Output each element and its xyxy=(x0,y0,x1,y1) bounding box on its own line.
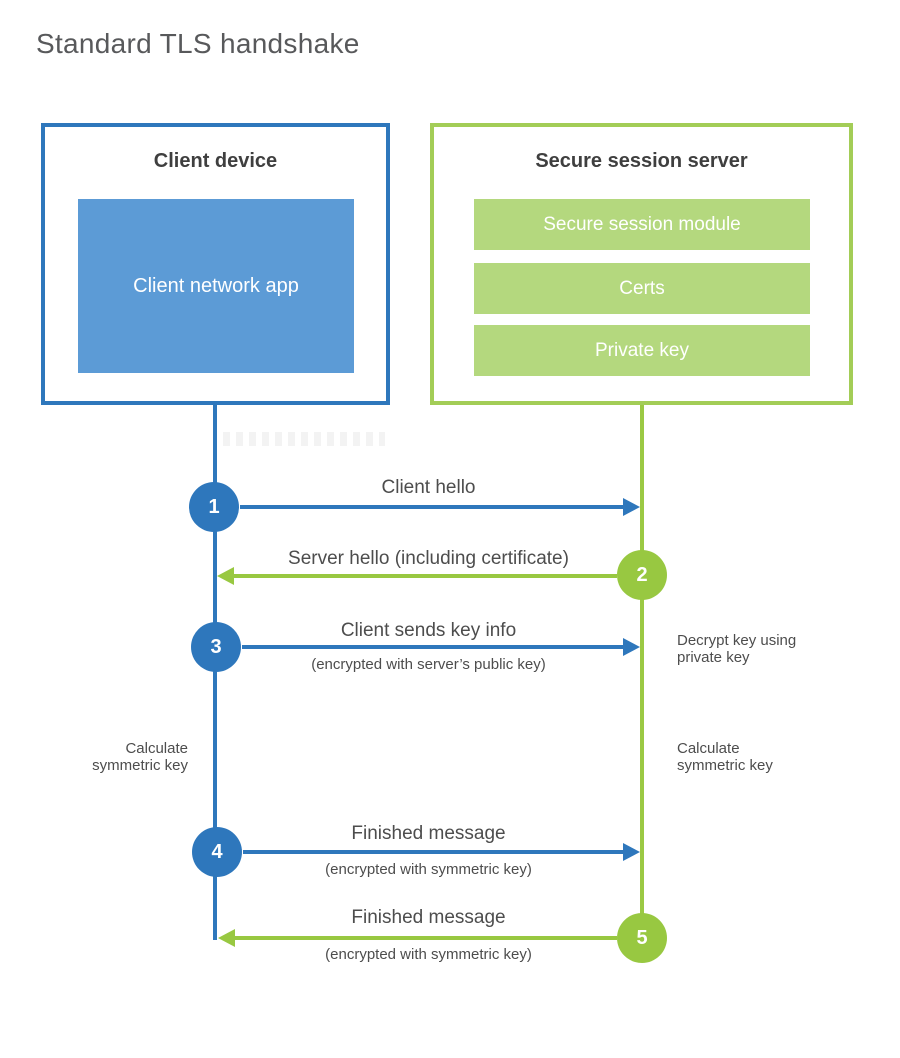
step-1-arrow-right-icon xyxy=(240,498,640,516)
note-decrypt-key: Decrypt key using private key xyxy=(677,632,847,666)
step-4-sublabel: (encrypted with symmetric key) xyxy=(325,861,532,878)
arrow-shaft xyxy=(242,645,627,649)
client-network-app-label: Client network app xyxy=(133,275,299,297)
arrow-shaft xyxy=(231,936,617,940)
arrowhead-left-icon xyxy=(218,929,235,947)
step-1-badge: 1 xyxy=(189,482,239,532)
step-5-arrow-left-icon xyxy=(218,929,617,947)
step-2-number: 2 xyxy=(636,563,648,586)
note-line: Decrypt key using xyxy=(677,632,797,649)
step-2-arrow-left-icon xyxy=(217,567,617,585)
note-line: Calculate xyxy=(677,740,740,757)
step-4-number: 4 xyxy=(211,840,223,863)
client-network-app-box: Client network app xyxy=(78,199,354,373)
arrow-shaft xyxy=(243,850,627,854)
step-3-badge: 3 xyxy=(191,622,241,672)
step-5-sublabel: (encrypted with symmetric key) xyxy=(325,946,532,963)
step-3-label: Client sends key info xyxy=(340,620,517,641)
module-certs: Certs xyxy=(474,263,810,314)
note-line: Calculate xyxy=(125,740,188,757)
module-secure-session-module: Secure session module xyxy=(474,199,810,250)
arrowhead-left-icon xyxy=(217,567,234,585)
module-private-key: Private key xyxy=(474,325,810,376)
arrow-shaft xyxy=(240,505,627,509)
step-3-sublabel: (encrypted with server’s public key) xyxy=(311,656,546,673)
step-4-arrow-right-icon xyxy=(243,843,640,861)
note-line: symmetric key xyxy=(677,757,773,774)
note-line: symmetric key xyxy=(92,757,188,774)
step-5-number: 5 xyxy=(636,926,648,949)
note-line: private key xyxy=(677,649,750,666)
server-lifeline xyxy=(640,405,644,938)
step-1-label: Client hello xyxy=(381,477,476,498)
secure-session-server-title: Secure session server xyxy=(535,150,748,172)
arrowhead-right-icon xyxy=(623,843,640,861)
arrowhead-right-icon xyxy=(623,498,640,516)
note-calculate-symmetric-key-client: Calculate symmetric key xyxy=(38,740,188,774)
step-5-badge: 5 xyxy=(617,913,667,963)
faint-dashes-artifact xyxy=(223,432,385,446)
note-calculate-symmetric-key-server: Calculate symmetric key xyxy=(677,740,847,774)
client-lifeline xyxy=(213,405,217,940)
step-5-label: Finished message xyxy=(351,907,506,928)
step-2-badge: 2 xyxy=(617,550,667,600)
client-device-title: Client device xyxy=(153,150,278,172)
page-title: Standard TLS handshake xyxy=(36,28,360,59)
step-2-label: Server hello (including certificate) xyxy=(288,548,569,569)
step-1-number: 1 xyxy=(208,495,220,518)
arrowhead-right-icon xyxy=(623,638,640,656)
arrow-shaft xyxy=(230,574,617,578)
step-3-number: 3 xyxy=(210,635,222,658)
step-4-label: Finished message xyxy=(351,823,506,844)
step-3-arrow-right-icon xyxy=(242,638,640,656)
secure-session-server-box: Secure session server Secure session mod… xyxy=(430,123,853,405)
client-device-box: Client device Client network app xyxy=(41,123,390,405)
step-4-badge: 4 xyxy=(192,827,242,877)
